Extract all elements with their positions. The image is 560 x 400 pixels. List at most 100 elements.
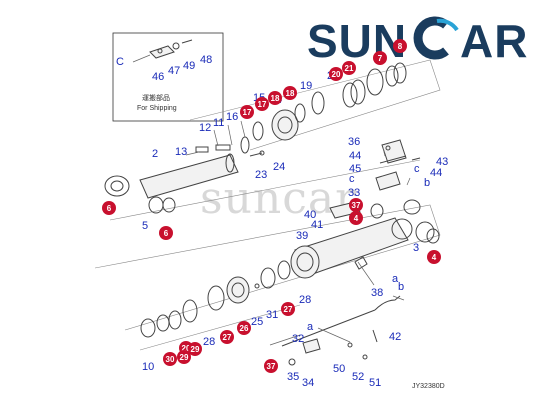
label-35: 35 bbox=[287, 371, 299, 383]
inset-label-47: 47 bbox=[168, 65, 180, 77]
svg-text:21: 21 bbox=[345, 64, 354, 73]
seal-marker-8: 8 bbox=[393, 39, 407, 53]
inset-c-label: C bbox=[116, 56, 124, 68]
svg-text:26: 26 bbox=[240, 324, 249, 333]
brand-text-right: AR bbox=[460, 15, 528, 67]
svg-text:20: 20 bbox=[182, 344, 191, 353]
seal-marker-6a: 6 bbox=[102, 201, 116, 215]
leader-lines bbox=[185, 120, 411, 343]
inset-label-46: 46 bbox=[152, 71, 164, 83]
brand-text-left: SUN bbox=[307, 15, 407, 67]
seal-marker-21: 21 bbox=[342, 61, 356, 75]
seal-marker-29b: 29 bbox=[177, 350, 191, 364]
label-a1: a bbox=[392, 273, 399, 285]
label-50: 50 bbox=[333, 363, 345, 375]
watermark: suncar bbox=[200, 173, 357, 224]
svg-text:37: 37 bbox=[352, 201, 361, 210]
label-28b: 28 bbox=[299, 294, 311, 306]
inset-note-jp: 運搬部品 bbox=[142, 93, 170, 102]
svg-text:30: 30 bbox=[166, 355, 175, 364]
seal-marker-18b: 18 bbox=[283, 86, 297, 100]
label-44b: 44 bbox=[430, 167, 442, 179]
svg-text:18: 18 bbox=[271, 94, 280, 103]
seal-marker-29a: 29 bbox=[188, 342, 202, 356]
label-44a: 44 bbox=[349, 150, 361, 162]
seal-marker-17a: 17 bbox=[240, 105, 254, 119]
brand-c-logo-icon bbox=[413, 16, 459, 60]
shipping-inset: C 46 47 49 48 運搬部品 For Shipping bbox=[112, 32, 224, 122]
label-39: 39 bbox=[296, 230, 308, 242]
svg-text:6: 6 bbox=[164, 229, 169, 238]
label-51: 51 bbox=[369, 377, 381, 389]
label-5: 5 bbox=[142, 220, 148, 232]
label-23: 23 bbox=[255, 169, 267, 181]
pipe-assembly bbox=[269, 295, 401, 366]
svg-text:37: 37 bbox=[267, 362, 276, 371]
svg-text:17: 17 bbox=[258, 100, 267, 109]
label-3: 3 bbox=[413, 242, 419, 254]
svg-text:7: 7 bbox=[378, 54, 383, 63]
svg-text:4: 4 bbox=[354, 214, 359, 223]
label-33: 33 bbox=[348, 187, 360, 199]
label-52: 52 bbox=[352, 371, 364, 383]
svg-text:20: 20 bbox=[332, 70, 341, 79]
label-2: 2 bbox=[152, 148, 158, 160]
diagram-code: JY32380D bbox=[412, 383, 445, 390]
label-b2: b bbox=[398, 281, 404, 293]
svg-text:29: 29 bbox=[180, 353, 189, 362]
cylinder-tube-upper bbox=[104, 153, 239, 214]
label-13: 13 bbox=[175, 146, 187, 158]
label-32: 32 bbox=[292, 333, 304, 345]
seal-marker-20a: 20 bbox=[329, 67, 343, 81]
label-a2: a bbox=[307, 321, 314, 333]
label-19: 19 bbox=[300, 80, 312, 92]
seal-marker-7: 7 bbox=[373, 51, 387, 65]
seal-marker-18a: 18 bbox=[268, 91, 282, 105]
label-11: 11 bbox=[213, 117, 224, 129]
label-36: 36 bbox=[348, 136, 360, 148]
label-25: 25 bbox=[251, 316, 263, 328]
seal-marker-27b: 27 bbox=[281, 302, 295, 316]
label-40: 40 bbox=[304, 209, 316, 221]
seal-marker-26: 26 bbox=[237, 321, 251, 335]
inset-note-en: For Shipping bbox=[137, 105, 177, 112]
label-43: 43 bbox=[436, 156, 448, 168]
seal-marker-37a: 37 bbox=[349, 198, 363, 212]
svg-text:6: 6 bbox=[107, 204, 112, 213]
seal-marker-30: 30 bbox=[163, 352, 177, 366]
label-c1: c bbox=[349, 173, 355, 185]
label-38: 38 bbox=[371, 287, 383, 299]
seal-marker-17b: 17 bbox=[255, 97, 269, 111]
label-45: 45 bbox=[349, 163, 361, 175]
inset-label-49: 49 bbox=[183, 60, 195, 72]
seal-markers: 4 4 6 6 7 8 17 17 18 18 20 20 21 26 27 2… bbox=[102, 39, 441, 373]
svg-text:18: 18 bbox=[286, 89, 295, 98]
label-28a: 28 bbox=[203, 336, 215, 348]
lower-seal-stack bbox=[140, 260, 291, 338]
label-16: 16 bbox=[226, 111, 238, 123]
label-41: 41 bbox=[311, 219, 323, 231]
seal-marker-6b: 6 bbox=[159, 226, 173, 240]
label-24: 24 bbox=[273, 161, 285, 173]
seal-marker-37b: 37 bbox=[264, 359, 278, 373]
seal-marker-27a: 27 bbox=[220, 330, 234, 344]
inset-label-48: 48 bbox=[200, 54, 212, 66]
label-b1: b bbox=[424, 177, 430, 189]
label-c2: c bbox=[414, 163, 420, 175]
svg-text:17: 17 bbox=[243, 108, 252, 117]
label-12: 12 bbox=[199, 122, 211, 134]
svg-text:4: 4 bbox=[432, 253, 437, 262]
label-34: 34 bbox=[302, 377, 314, 389]
seal-marker-4b: 4 bbox=[427, 250, 441, 264]
label-42: 42 bbox=[389, 331, 401, 343]
label-31: 31 bbox=[266, 309, 278, 321]
svg-text:27: 27 bbox=[223, 333, 232, 342]
label-10: 10 bbox=[142, 361, 154, 373]
svg-text:8: 8 bbox=[398, 42, 403, 51]
svg-text:27: 27 bbox=[284, 305, 293, 314]
upper-head-parts bbox=[195, 62, 407, 157]
bracket-parts bbox=[375, 139, 421, 191]
seal-marker-4a: 4 bbox=[349, 211, 363, 225]
